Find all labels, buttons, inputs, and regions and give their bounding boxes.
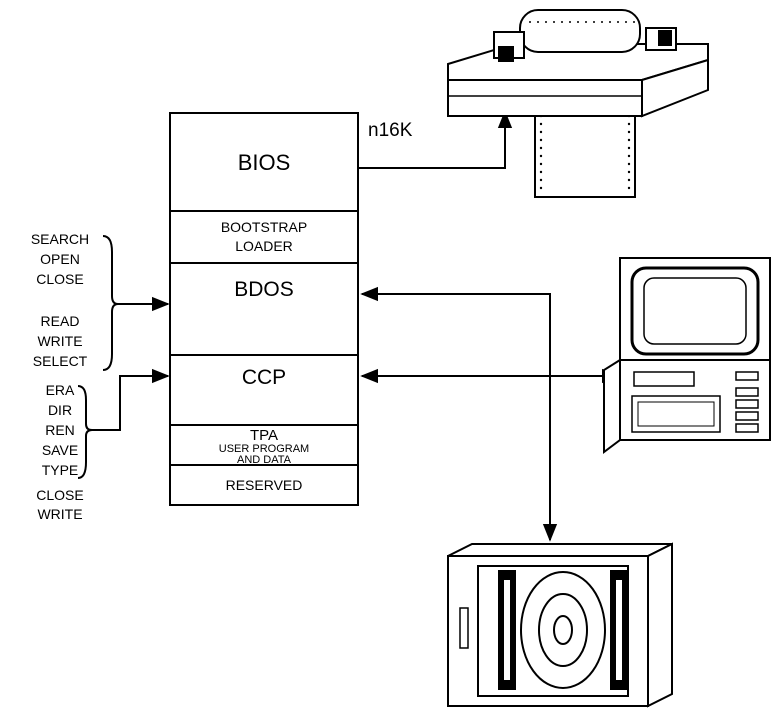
bootstrap-label-line1: BOOTSTRAP xyxy=(221,219,307,235)
bdos-function-label: SELECT xyxy=(33,353,88,369)
bdos-function-label: WRITE xyxy=(37,333,82,349)
disk-drive-icon xyxy=(448,544,672,706)
reserved-function-label: CLOSE xyxy=(36,487,83,503)
ccp-input-arrow xyxy=(92,376,168,430)
ccp-command-label: REN xyxy=(45,422,75,438)
bdos-function-label: OPEN xyxy=(40,251,80,267)
reserved-label: RESERVED xyxy=(226,477,303,493)
ccp-command-label: SAVE xyxy=(42,442,78,458)
bdos-function-label: CLOSE xyxy=(36,271,83,287)
bdos-function-label: SEARCH xyxy=(31,231,89,247)
bdos-function-label: READ xyxy=(41,313,80,329)
bdos-disk-arrow xyxy=(362,294,550,540)
bdos-label: BDOS xyxy=(234,278,294,301)
bootstrap-label-line2: LOADER xyxy=(235,238,293,254)
bios-label: BIOS xyxy=(238,150,291,175)
ccp-label: CCP xyxy=(242,366,286,389)
tpa-and-data-label: AND DATA xyxy=(237,454,292,466)
ccp-command-label: TYPE xyxy=(42,462,79,478)
ccp-brace xyxy=(78,386,92,478)
bdos-block xyxy=(170,263,358,355)
reserved-function-label: WRITE xyxy=(37,506,82,522)
tpa-label: TPA xyxy=(250,427,278,444)
ccp-command-label: ERA xyxy=(46,382,75,398)
terminal-icon xyxy=(604,258,770,452)
top-address-label: n16K xyxy=(368,120,413,141)
bdos-brace xyxy=(103,236,118,370)
ccp-command-label: DIR xyxy=(48,402,72,418)
